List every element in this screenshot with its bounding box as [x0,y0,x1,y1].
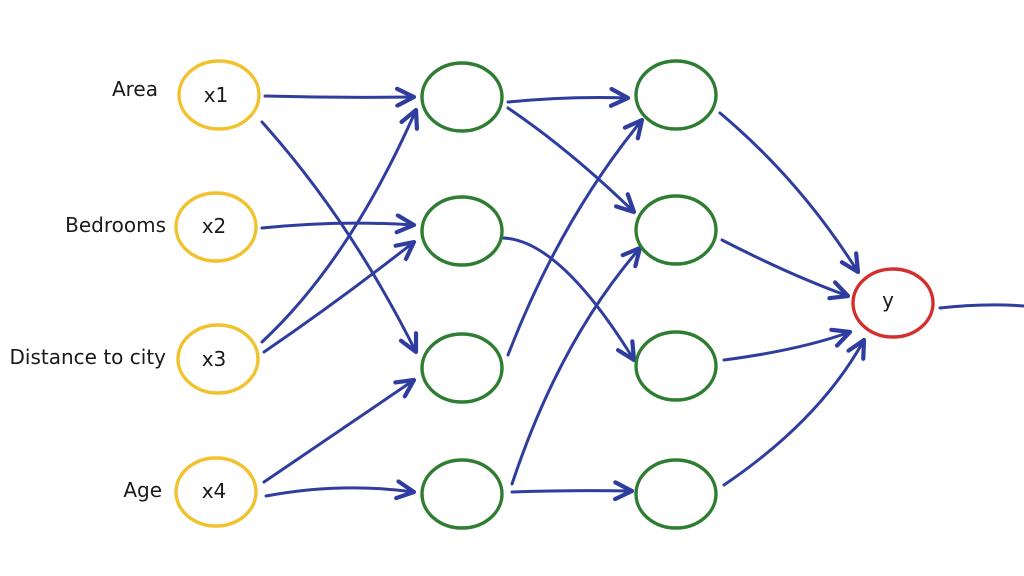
edge-h1a-h2b [506,106,637,215]
hidden1-node-4 [420,458,504,530]
hidden1-node-3 [420,332,504,404]
input-node-x4-label: x4 [202,479,227,503]
edge-h2b-y [720,238,851,301]
edges-input-to-hidden1 [260,86,420,501]
edge-h1d-h2d [510,480,635,502]
label-age: Age [123,478,162,502]
edge-h2d-y [722,337,867,487]
output-node-y-label: y [882,288,894,312]
input-node-x4 [174,456,258,528]
input-node-x2 [174,191,258,263]
label-area: Area [112,77,158,101]
input-node-x1 [177,59,261,131]
output-layer: y [851,267,935,339]
hidden2-node-1 [634,59,718,131]
hidden1-node-2 [420,195,504,267]
edge-x3-h1b [262,239,417,354]
input-node-x3-label: x3 [202,347,227,371]
edges-hidden1-to-hidden2 [501,86,645,502]
edge-h2a-y [718,111,861,275]
edge-y-out [938,303,1024,310]
edge-h1d-h2b [510,245,643,486]
input-layer: x1 x2 x3 x4 [174,59,261,528]
hidden-layer-1 [420,61,504,530]
input-node-x2-label: x2 [202,214,227,238]
edge-x1-h1a [263,86,417,108]
edge-x1-h1c [260,120,419,355]
edge-x3-h1a [260,107,420,344]
label-bedrooms: Bedrooms [65,213,166,237]
edge-x2-h1b [260,213,417,235]
hidden-layer-2 [634,59,718,530]
edge-h2c-y [722,327,853,362]
edge-h1c-h2a [506,117,645,357]
edge-h1b-h2c [501,236,637,363]
hidden2-node-3 [634,330,718,402]
edge-h1a-h2a [506,86,631,108]
output-node-y [851,267,935,339]
hidden1-node-1 [420,61,504,133]
input-node-x3 [176,323,260,395]
edge-x4-h1d [264,479,417,501]
edge-x4-h1c [262,377,417,484]
input-node-x1-label: x1 [204,83,229,107]
hidden2-node-4 [634,458,718,530]
hidden2-node-2 [634,194,718,266]
edges-hidden2-to-output [718,111,1024,487]
label-distance-to-city: Distance to city [10,345,167,369]
